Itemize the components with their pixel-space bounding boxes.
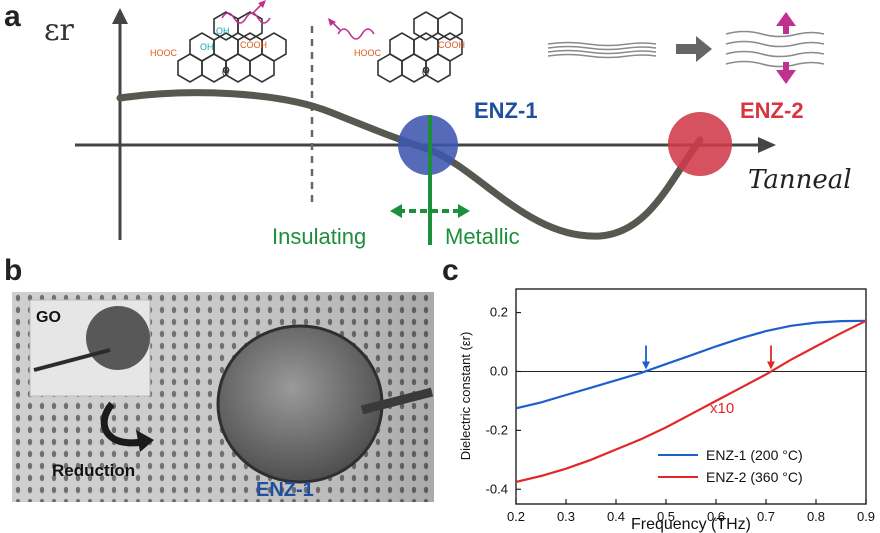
x-tick-label: 0.8 <box>807 509 825 524</box>
chart-series-lines <box>515 319 867 483</box>
panel-a-x-axis-arrowhead <box>758 137 776 153</box>
tweezer-tip <box>360 387 434 415</box>
expansion-arrows-icon <box>776 12 796 84</box>
molecule-1-group-oh-a: OH <box>216 26 230 36</box>
reduction-label: Reduction <box>52 461 135 480</box>
chart-y-ticks: -0.4 -0.2 0.0 0.2 <box>486 305 521 496</box>
graphene-oxide-molecule <box>177 11 287 83</box>
panel-a-y-axis-label: εr <box>44 13 75 48</box>
reduced-graphene-oxide-molecule <box>377 11 463 83</box>
enz1-sample-disk <box>216 324 384 484</box>
molecule-1-group-o: O <box>222 68 229 78</box>
molecule-1-group-cooh: COOH <box>240 40 267 50</box>
panel-a-metallic-label: Metallic <box>445 224 520 249</box>
graphene-oxide-helix-icon <box>221 0 271 24</box>
molecule-1-group-hooc: HOOC <box>150 48 178 58</box>
y-tick-label: 0.2 <box>490 305 508 320</box>
x-tick-label: 0.5 <box>657 509 675 524</box>
molecule-2-group-cooh: COOH <box>438 40 465 50</box>
series-line-enz2 <box>515 319 867 483</box>
panel-a-right-arrowhead <box>458 204 470 218</box>
reduction-arrow-icon <box>100 401 143 447</box>
molecule-1-group-oh-b: OH <box>200 42 214 52</box>
series-line-enz1 <box>515 319 867 410</box>
x-tick-label: 0.3 <box>557 509 575 524</box>
panel-a-insulating-label: Insulating <box>272 224 366 249</box>
x-tick-label: 0.7 <box>757 509 775 524</box>
panel-a-enz2-label: ENZ-2 <box>740 98 804 123</box>
panel-a-diagram: εr Tanneal ENZ-1 ENZ-2 Insulating Metall… <box>44 0 852 249</box>
molecule-2-group-o: O <box>422 68 429 78</box>
panel-b-photo: GO Reduction ENZ-1 <box>12 292 434 502</box>
molecule-2-group-hooc: HOOC <box>354 48 382 58</box>
x-tick-label: 0.6 <box>707 509 725 524</box>
crossing-arrow-head-enz1 <box>642 361 650 370</box>
chart-x-axis-label: Frequency (THz) <box>631 516 751 533</box>
y-tick-label: -0.4 <box>486 481 508 496</box>
chart-legend: ENZ-1 (200 °C) ENZ-2 (360 °C) <box>658 447 803 485</box>
panel-a-enz2-marker <box>668 112 732 176</box>
legend-label-enz1: ENZ-1 (200 °C) <box>706 447 803 463</box>
stacked-sheets-icon <box>547 41 657 59</box>
x-tick-label: 0.4 <box>607 509 625 524</box>
chart-plot-area <box>515 288 867 505</box>
chart-crossing-markers <box>642 345 775 370</box>
chart-annotation: x10 <box>710 400 734 417</box>
x-tick-label: 0.9 <box>857 509 875 524</box>
crossing-arrow-head-enz2 <box>767 361 775 370</box>
go-inset-photo <box>29 299 151 397</box>
panel-b-letter: b <box>4 254 23 287</box>
panel-a-x-axis-label: Tanneal <box>748 165 852 195</box>
legend-label-enz2: ENZ-2 (360 °C) <box>706 469 803 485</box>
x-tick-label: 0.2 <box>507 509 525 524</box>
expanded-sheets-icon <box>725 30 825 68</box>
y-tick-label: 0.0 <box>490 363 508 378</box>
panel-a-y-axis-arrowhead <box>112 8 128 24</box>
chart-y-axis-label: Dielectric constant (εr) <box>458 332 473 461</box>
y-tick-label: -0.2 <box>486 422 508 437</box>
panel-c-chart: 0.2 0.3 0.4 0.5 0.6 0.7 0.8 0.9 -0.4 -0.2 0.0 0.2 … <box>458 288 875 533</box>
panel-a-left-arrowhead <box>390 204 402 218</box>
process-arrow-icon <box>676 36 712 62</box>
enz1-sample-label: ENZ-1 <box>256 479 314 501</box>
panel-c-letter: c <box>442 254 459 287</box>
panel-a-enz1-label: ENZ-1 <box>474 98 538 123</box>
reduced-go-helix-icon <box>328 18 375 40</box>
panel-a-letter: a <box>4 0 21 33</box>
chart-x-ticks: 0.2 0.3 0.4 0.5 0.6 0.7 0.8 0.9 <box>507 499 875 524</box>
go-inset-label: GO <box>36 309 61 326</box>
